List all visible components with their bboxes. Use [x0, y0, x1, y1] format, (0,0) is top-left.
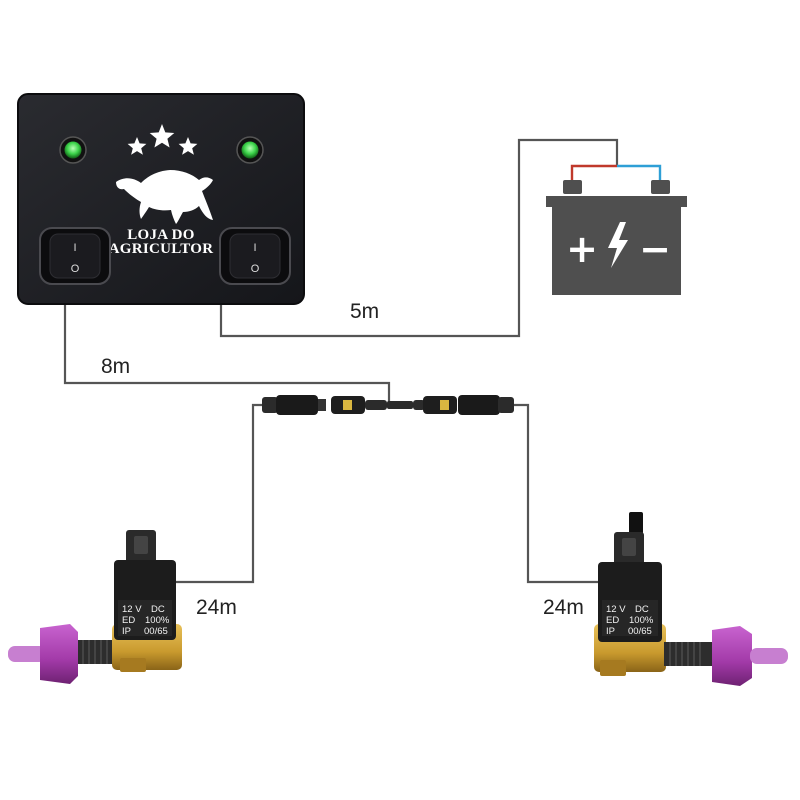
solenoid-valve-right: 12 V DC ED 100% IP 00/65	[594, 512, 788, 686]
battery-terminal-positive	[563, 180, 582, 194]
connector-chain	[262, 395, 514, 415]
lightning-icon	[608, 222, 628, 268]
battery-icon: + −	[546, 180, 687, 295]
valve-ip-value: 00/65	[144, 626, 168, 637]
brass-port	[120, 658, 146, 672]
brand-line-1: LOJA DO	[127, 227, 195, 243]
right-cable-length: 24m	[543, 596, 584, 619]
solenoid-valve-left: 12 V DC ED 100% IP 00/65	[8, 530, 182, 684]
right-valve-cable	[513, 403, 612, 584]
rocker-switch-left[interactable]: I O	[39, 227, 111, 285]
brand-line-2: AGRICULTOR	[109, 241, 214, 257]
coil-label-area	[118, 600, 172, 636]
connector-tail-right	[413, 400, 425, 410]
connector-plug-right	[498, 397, 514, 413]
coil-screw	[622, 538, 636, 556]
left-cable-length: 24m	[196, 596, 237, 619]
valve-ip-label: IP	[606, 626, 615, 637]
valve-ed-label: ED	[606, 615, 619, 626]
coil-cable	[629, 512, 643, 534]
connector-seal-right	[440, 400, 449, 410]
switch-off-symbol: O	[251, 263, 260, 275]
valve-ed-value: 100%	[629, 615, 654, 626]
connector-tail	[365, 400, 387, 410]
main-cable-length: 8m	[101, 355, 130, 378]
connector-plug	[262, 397, 278, 413]
rocker-switch-right[interactable]: I O	[219, 227, 291, 285]
valve-ip-value: 00/65	[628, 626, 652, 637]
negative-lead	[617, 164, 662, 180]
main-cable	[63, 300, 391, 405]
battery-terminal-negative	[651, 180, 670, 194]
coil-label-area	[602, 600, 658, 636]
left-valve-cable	[165, 403, 262, 584]
led-right	[236, 136, 264, 164]
positive-lead	[570, 164, 617, 180]
valve-ip-label: IP	[122, 626, 131, 637]
brass-port	[600, 660, 626, 676]
switch-on-symbol: I	[253, 242, 256, 254]
valve-current-type: DC	[151, 604, 165, 615]
connector-junction	[387, 401, 413, 409]
battery-cable	[219, 138, 619, 338]
threaded-fitting	[664, 642, 714, 666]
control-box: LOJA DO AGRICULTOR I O I O	[17, 93, 305, 305]
connector-seal	[343, 400, 352, 410]
star-icon	[127, 137, 147, 155]
battery-cable-length: 5m	[350, 300, 379, 323]
stars-logo	[127, 124, 198, 155]
nozzle-cap	[40, 624, 78, 684]
star-icon	[178, 137, 198, 155]
valve-ed-value: 100%	[145, 615, 170, 626]
battery-plus: +	[566, 227, 598, 271]
battery-minus: −	[639, 227, 671, 271]
wires	[63, 138, 662, 584]
valve-voltage: 12 V	[606, 604, 626, 615]
nozzle-tip	[750, 648, 788, 664]
nozzle-tip	[8, 646, 46, 662]
connector-tip	[318, 399, 326, 411]
thread-lines	[669, 642, 701, 666]
switch-off-symbol: O	[71, 263, 80, 275]
coil-screw	[134, 536, 148, 554]
battery-lid	[546, 196, 687, 207]
valve-voltage: 12 V	[122, 604, 142, 615]
switch-on-symbol: I	[73, 242, 76, 254]
valve-ed-label: ED	[122, 615, 135, 626]
threaded-fitting	[78, 640, 118, 664]
connector-housing-right	[458, 395, 500, 415]
nozzle-cap	[712, 626, 752, 686]
star-icon	[149, 124, 175, 148]
valve-current-type: DC	[635, 604, 649, 615]
connector-housing-left	[276, 395, 318, 415]
bull-icon	[116, 170, 213, 224]
led-left	[59, 136, 87, 164]
